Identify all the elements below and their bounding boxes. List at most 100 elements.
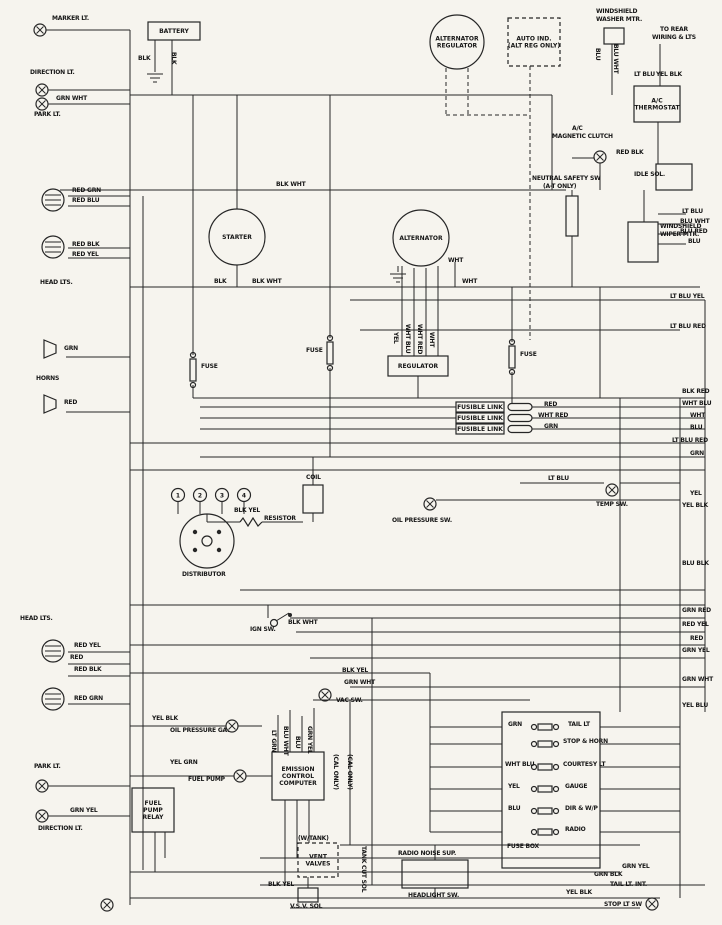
wire-label: (CAL ONLY) [332,754,339,790]
wire-label: RED YEL [72,251,99,258]
wire-label: RED GRN [74,695,103,702]
wire-label: LT BLU [634,71,655,78]
wire-label: LT BLU YEL [670,293,705,300]
wire-label: VAC SW. [336,697,363,704]
plug-1-number: 1 [176,492,180,499]
horn-1 [43,339,57,359]
wire-label: FUSE [201,363,218,370]
regulator: REGULATOR [387,355,449,377]
wire-label: IGN SW. [250,626,276,633]
headlamp-4 [41,687,65,711]
wire-label: RED BLK [616,149,644,156]
wire-label: GRN RED [682,607,711,614]
horn-2 [43,394,57,414]
fusebox-fuse-courtesy [530,763,560,771]
fuse-charge [508,338,516,376]
park-light-top [35,97,49,111]
wire-label: BLU WHT [612,44,619,74]
wire-label: BLK WHT [276,181,306,188]
alternator-label: ALTERNATOR [399,235,443,242]
wire-label: WINDSHIELD [596,8,638,15]
direction-light-bottom [35,809,49,823]
wire-label: GRN YEL [682,647,710,654]
plug-2: 2 [192,487,208,503]
wire-label: LT BLU [548,475,569,482]
fuse-main [189,351,197,389]
wire-label: TAIL LT. INT. [610,881,647,888]
battery-ground [147,73,163,83]
wire-label: NEUTRAL SAFETY SW [532,175,601,182]
wire-label: (W/TANK) [298,835,329,842]
vsv-solenoid-box [297,887,319,903]
battery-label: BATTERY [159,28,189,35]
wire-label: RED BLU [72,197,100,204]
distributor [179,513,235,569]
fusible-link-label-2: FUSIBLE LINK [455,412,505,424]
wire-label: RADIO NOISE SUP. [398,850,457,857]
wire-label: BLK WHT [252,278,282,285]
wire-label: LT GRN [270,730,277,753]
wire-label: A/C [572,125,583,132]
ac-magnetic-clutch-sym [593,150,607,164]
wire-label: WASHER MTR. [596,16,643,23]
fusebox-fuse-dir-wp [530,807,560,815]
wire-label: WHT [690,412,706,419]
wire-label: DIRECTION LT. [30,69,75,76]
wire-label: DIRECTION LT. [38,825,83,832]
park-light-bottom [35,779,49,793]
wire-label: BLK RED [682,388,710,395]
wire-label: BLK [138,55,151,62]
fuse-ignition [326,334,334,372]
wire-label: TO REAR [660,26,688,33]
wire-label: COURTESY LT [563,761,606,768]
wire-label: BLU [690,424,703,431]
fuel-pump [233,769,247,783]
regulator-label: REGULATOR [398,363,439,370]
headlamp-2 [41,235,65,259]
wire-label: TEMP SW. [596,501,628,508]
wire-label: PARK LT. [34,111,61,118]
wire-label: WIRING & LTS [652,34,696,41]
wire-label: BLK YEL [342,667,369,674]
wire-label: BLU [688,238,701,245]
plug-4: 4 [236,487,252,503]
wire-label: WHT RED [416,324,423,355]
fuel-pump-relay-label: FUEL [145,800,162,807]
wire-label: (CAL ONLY) [346,754,353,790]
vent-valves-label: VALVES [306,861,331,868]
wire-label: BLK [214,278,227,285]
wire-label: YEL BLK [566,889,593,896]
wire-label: IDLE SOL. [634,171,665,178]
wire-label: BLK [170,52,177,65]
wire-label: BLU WHT [282,726,289,756]
wire-label: WHT BLU [505,761,535,768]
corner-lamp [100,898,114,912]
wire-label: YEL [508,783,520,790]
wire-label: BLU BLK [682,560,709,567]
wire-label: GRN WHT [344,679,375,686]
wire-label: GRN BLK [594,871,623,878]
fusible-link-label-1: FUSIBLE LINK [455,401,505,413]
wire-label: BLK YEL [268,881,295,888]
fusible-link-label-3-label: FUSIBLE LINK [457,426,503,433]
wire-label: WIPER MTR. [660,231,700,238]
plug-1: 1 [170,487,186,503]
wire-label: BLK YEL [234,507,261,514]
wire-label: PARK LT. [34,763,61,770]
wire-label: RED [690,635,704,642]
wire-label: STOP LT SW [604,901,642,908]
starter-label: STARTER [222,234,252,241]
plug-3-number: 3 [220,492,224,499]
fusible-link-1 [507,402,533,412]
vacuum-switch [318,688,332,702]
fusible-link-label-3: FUSIBLE LINK [455,423,505,435]
wire-label: LT BLU RED [670,323,706,330]
auto-ind-box-label: AUTO IND. [516,36,551,43]
ignition-switch-sym [269,612,292,628]
coil [302,484,324,514]
wire-label: WHT [462,278,478,285]
